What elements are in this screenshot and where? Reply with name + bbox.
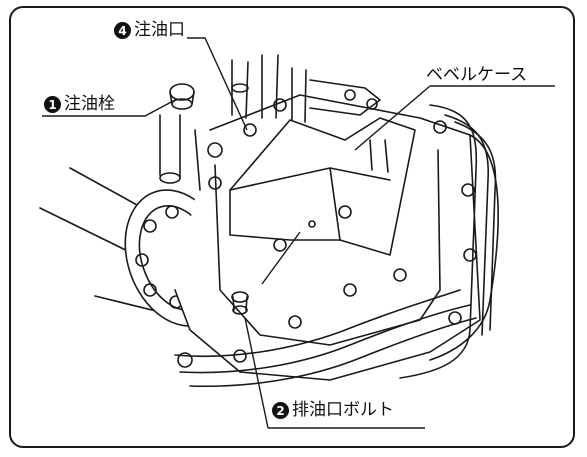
bottom-plate	[174, 268, 477, 388]
bevel-case-block	[207, 117, 416, 256]
upper-tubes	[159, 54, 389, 191]
oil-plug-leader	[42, 99, 176, 117]
oil-plug-label: 注油栓	[64, 94, 115, 114]
callout-number-badge: 4	[114, 22, 131, 39]
bevel-case-callout: ベベルケース	[424, 65, 530, 85]
bevel-case-label: ベベルケース	[426, 65, 528, 85]
oil-port-callout: 4 注油口	[112, 22, 187, 39]
callout-number-badge: 1	[44, 96, 61, 113]
oil-port-arrow	[261, 231, 301, 285]
drain-bolt-leader	[244, 317, 425, 429]
bevel-case-leader	[354, 85, 555, 151]
side-cover	[399, 104, 497, 379]
drain-bolt-callout: 2 排油口ボルト	[270, 402, 396, 419]
drain-bolt-part	[231, 291, 249, 315]
callout-number-badge: 2	[272, 402, 289, 419]
drain-bolt-label: 排油口ボルト	[292, 400, 394, 420]
oil-plug-part	[169, 83, 195, 110]
oil-plug-callout: 1 注油栓	[42, 96, 117, 113]
oil-port-label: 注油口	[134, 20, 185, 40]
